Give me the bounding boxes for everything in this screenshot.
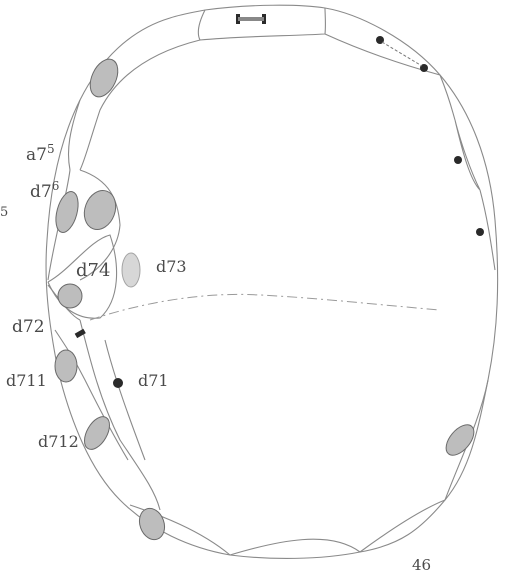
nucleus: [122, 253, 140, 287]
label-d74: d74: [76, 260, 110, 281]
nucleus: [441, 420, 479, 460]
cell-boundary: [440, 75, 455, 120]
label-d72: d72: [12, 317, 45, 337]
chromosome-cluster: [476, 228, 484, 236]
nucleus: [85, 55, 124, 101]
label-edge-5: 5: [0, 205, 8, 220]
cell-boundary: [80, 40, 200, 170]
cell-boundary: [230, 539, 360, 555]
cell-boundary: [360, 500, 445, 552]
cell-boundary: [455, 120, 480, 190]
label-d76: d76: [30, 179, 59, 202]
cell-boundary: [80, 320, 160, 510]
equator-line: [90, 294, 440, 320]
label-d712: d712: [38, 432, 79, 451]
figure-number: 46: [412, 556, 431, 574]
nucleus: [58, 284, 82, 308]
nucleus: [135, 505, 168, 543]
label-d73: d73: [156, 257, 187, 276]
label-d711: d711: [6, 371, 47, 390]
nucleus: [55, 350, 77, 382]
nucleus: [79, 186, 121, 234]
cell-boundary: [198, 8, 325, 40]
label-d71: d71: [138, 371, 169, 390]
chromosome-cluster: [113, 378, 123, 388]
cell-boundary: [105, 340, 145, 460]
spindle-line: [382, 42, 422, 66]
cell-boundary: [68, 100, 80, 170]
label-a75: a75: [26, 142, 55, 165]
chromosome-cluster: [454, 156, 462, 164]
spindle: [238, 17, 264, 21]
nucleus: [52, 189, 82, 235]
